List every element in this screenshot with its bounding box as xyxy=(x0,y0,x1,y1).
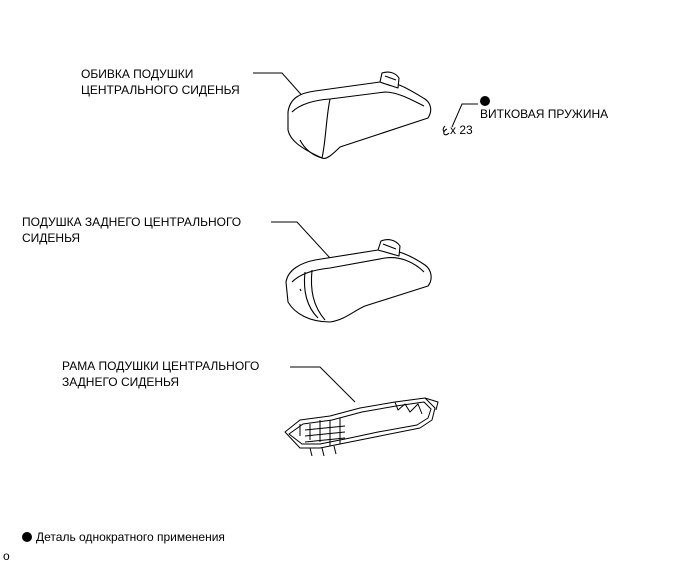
label-cushion-cover-line2: ЦЕНТРАЛЬНОГО СИДЕНЬЯ xyxy=(81,83,240,97)
non-reusable-dot-icon xyxy=(480,96,490,106)
non-reusable-legend-dot-icon xyxy=(22,532,32,542)
label-spring-quantity: x 23 xyxy=(450,123,473,137)
label-cushion-frame-line1: РАМА ПОДУШКИ ЦЕНТРАЛЬНОГО xyxy=(62,359,260,373)
label-coil-spring-text: ВИТКОВАЯ ПРУЖИНА xyxy=(480,107,609,121)
label-rear-center-cushion-line2: СИДЕНЬЯ xyxy=(22,231,81,245)
label-cushion-cover-line1: ОБИВКА ПОДУШКИ xyxy=(81,67,194,81)
leader-line-coil-spring xyxy=(451,103,478,128)
figure-code: o xyxy=(3,549,10,563)
legend-non-reusable: Деталь однократного применения xyxy=(22,530,225,544)
coil-spring-icon xyxy=(442,125,450,136)
cushion-frame-illustration xyxy=(284,397,439,457)
label-cushion-cover: ОБИВКА ПОДУШКИ ЦЕНТРАЛЬНОГО СИДЕНЬЯ xyxy=(81,66,240,98)
legend-non-reusable-text: Деталь однократного применения xyxy=(36,530,225,544)
leader-line-cushion-frame xyxy=(290,366,356,403)
rear-center-cushion-illustration xyxy=(285,239,432,323)
label-rear-center-cushion: ПОДУШКА ЗАДНЕГО ЦЕНТРАЛЬНОГО СИДЕНЬЯ xyxy=(22,214,241,246)
leader-line-rear-center-cushion xyxy=(271,221,331,259)
label-cushion-frame-line2: ЗАДНЕГО СИДЕНЬЯ xyxy=(62,375,180,389)
label-cushion-frame: РАМА ПОДУШКИ ЦЕНТРАЛЬНОГО ЗАДНЕГО СИДЕНЬ… xyxy=(62,358,259,390)
cushion-cover-illustration xyxy=(287,71,432,159)
label-coil-spring: ВИТКОВАЯ ПРУЖИНА xyxy=(480,96,608,122)
leader-line-cushion-cover xyxy=(253,72,307,101)
label-rear-center-cushion-line1: ПОДУШКА ЗАДНЕГО ЦЕНТРАЛЬНОГО xyxy=(22,215,242,229)
